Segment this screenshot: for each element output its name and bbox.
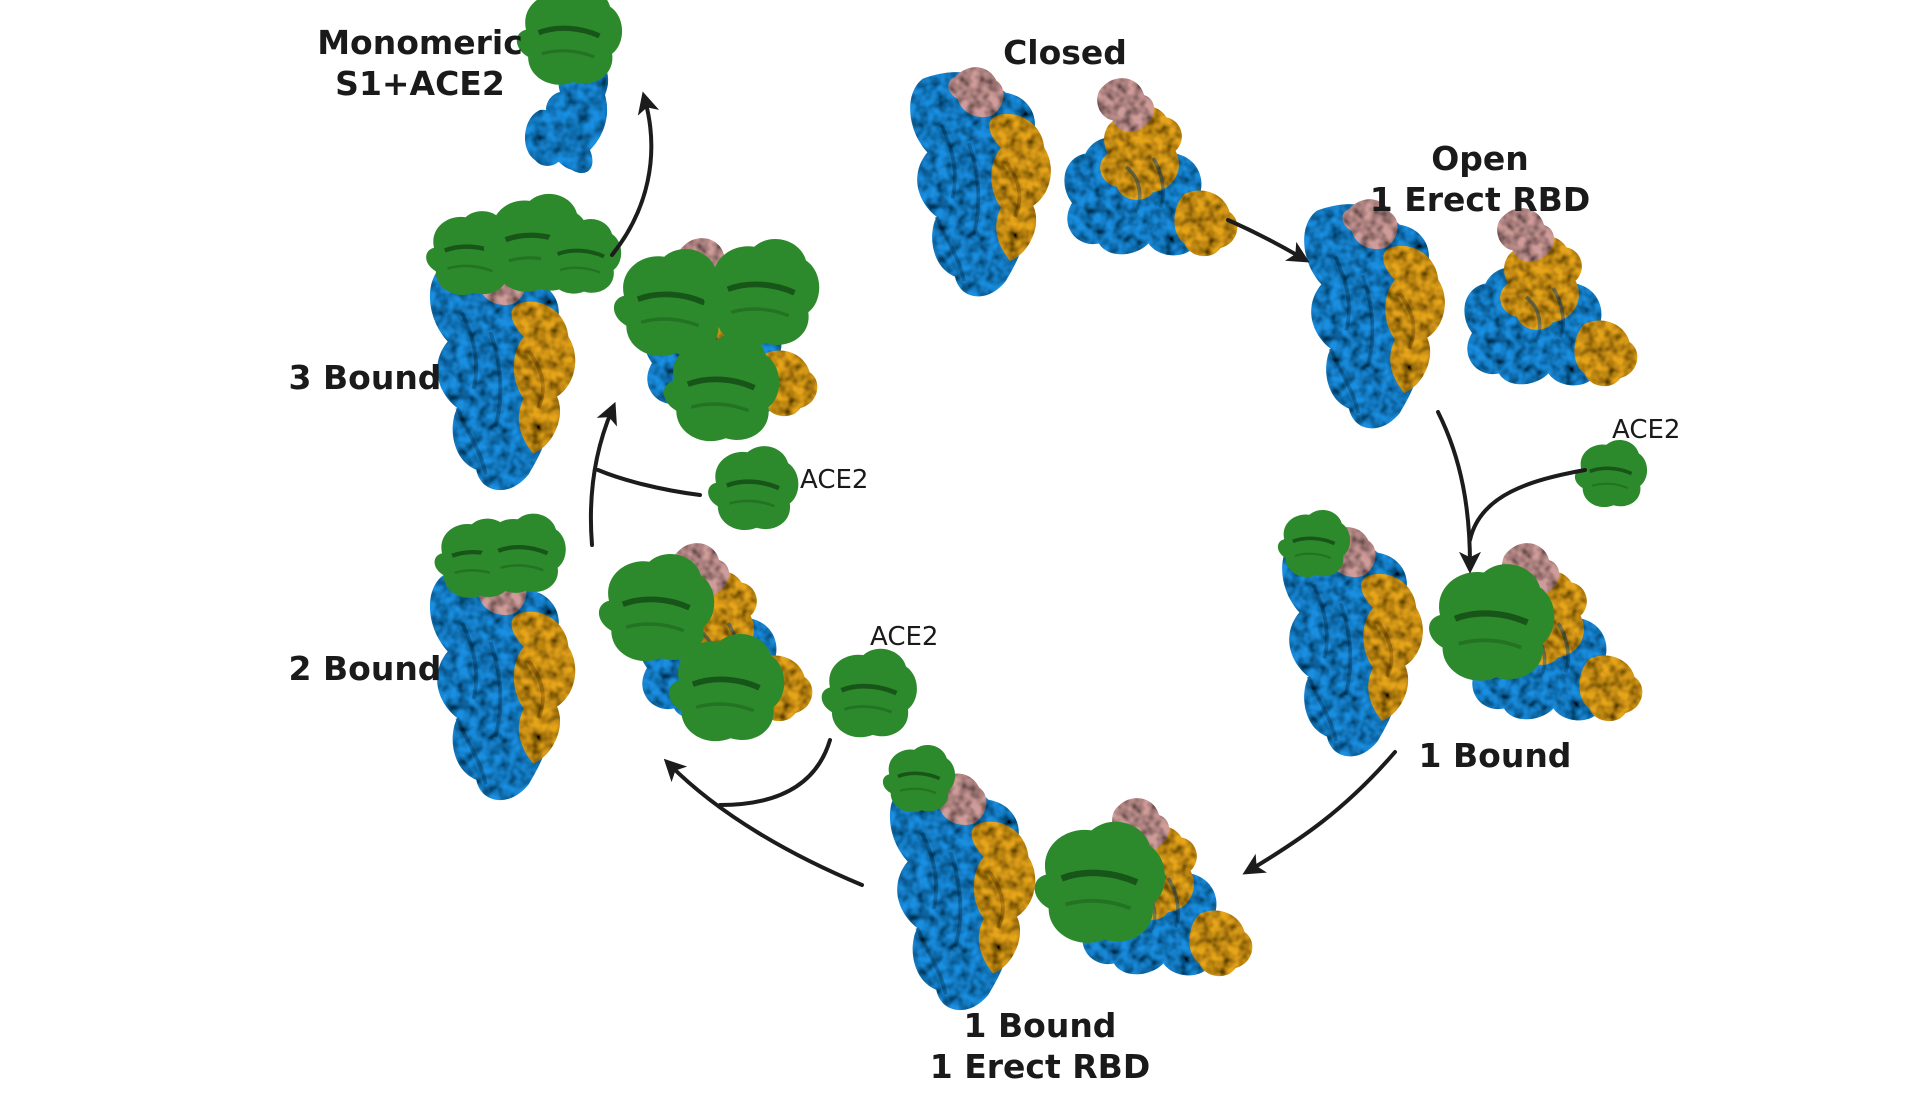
arrow-one-bound-to-erect (1242, 750, 1397, 875)
two-bound-label: 2 Bound (288, 649, 442, 688)
spike-trimer-top-view (1462, 206, 1640, 388)
two-bound-state-structures (428, 514, 815, 803)
one-bound-state-structures (1276, 508, 1645, 759)
cycle-arrows (588, 91, 1587, 887)
one-bound-erect-structures (881, 743, 1255, 1013)
arrow-open-to-one-bound (1436, 410, 1481, 574)
ace2-receptor (1429, 564, 1554, 680)
one-bound-erect-label-line1: 1 Bound (963, 1006, 1117, 1045)
ace2-label-right: ACE2 (1612, 415, 1681, 445)
arrow-closed-to-open (1226, 218, 1310, 263)
arrow-two-bound-to-three-bound (588, 401, 617, 547)
ace2-receptor (1035, 822, 1165, 943)
monomeric-label-line2: S1+ACE2 (335, 64, 505, 104)
state-label-one-bound-erect: 1 Bound 1 Erect RBD (900, 1005, 1180, 1088)
spike-trimer-top-view (1062, 76, 1240, 258)
open-state-structures (1302, 197, 1640, 431)
open-label-line1: Open (1431, 139, 1529, 178)
ace2-receptor (822, 649, 917, 738)
state-label-open: Open 1 Erect RBD (1340, 138, 1620, 221)
state-label-three-bound: 3 Bound (270, 357, 460, 398)
arrow-three-bound-to-monomeric (610, 91, 660, 257)
arrow-ace2-join-bottom (718, 738, 832, 807)
monomeric-label-line1: Monomeric (317, 23, 523, 62)
ace2-label-bottom: ACE2 (870, 622, 939, 652)
one-bound-label: 1 Bound (1418, 736, 1572, 775)
state-label-closed: Closed (975, 32, 1155, 73)
closed-label: Closed (1003, 33, 1127, 72)
ace2-receptor (1573, 438, 1649, 509)
spike-trimer-side-view (908, 65, 1053, 299)
one-bound-erect-label-line2: 1 Erect RBD (929, 1047, 1151, 1087)
ace2-receptor (708, 446, 798, 530)
spike-trimer-side-view (1302, 197, 1447, 431)
closed-state-structures (908, 65, 1240, 299)
s1-subunit (524, 109, 570, 166)
ace2-receptor (1276, 508, 1352, 579)
state-label-two-bound: 2 Bound (270, 648, 460, 689)
three-bound-label: 3 Bound (288, 358, 442, 397)
ace2-label-left: ACE2 (800, 465, 869, 495)
arrow-ace2-join-left (596, 468, 702, 497)
ace2-receptor (517, 0, 622, 85)
state-label-one-bound: 1 Bound (1395, 735, 1595, 776)
state-label-monomeric: Monomeric S1+ACE2 (315, 22, 525, 105)
arrow-ace2-join-right (1468, 468, 1587, 542)
arrow-erect-to-two-bound (663, 758, 864, 887)
monomeric-structures (517, 0, 622, 174)
open-label-line2: 1 Erect RBD (1369, 180, 1591, 220)
ace2-receptor (881, 743, 957, 814)
